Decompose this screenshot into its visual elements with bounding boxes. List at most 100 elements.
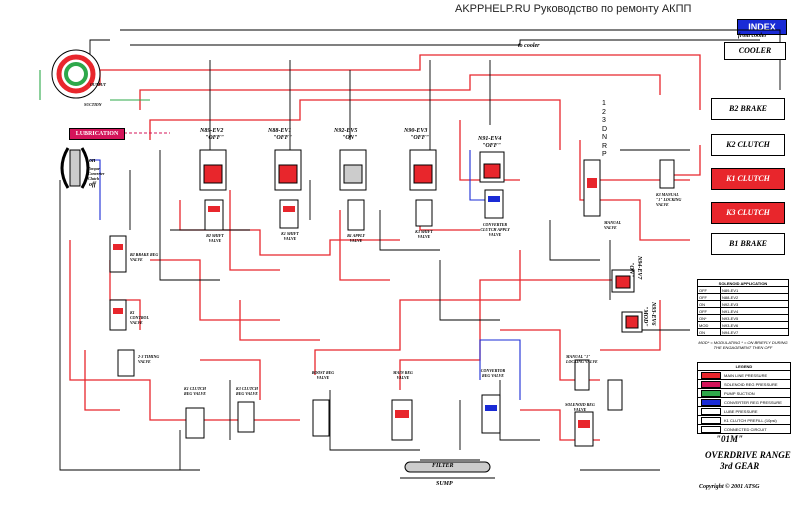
legend-label: K1 CLUTCH PREFILL (10psi) (724, 417, 777, 423)
lubrication-box: LUBRICATION (69, 128, 125, 140)
solenoid-row-state: OFF (697, 307, 721, 315)
legend-item: K1 CLUTCH PREFILL (10psi) (698, 415, 790, 424)
suction-label: SUCTION (84, 102, 102, 107)
solenoid-state-n91: "OFF" (482, 143, 501, 149)
solenoid-row-name: N92-EV3 (720, 300, 789, 308)
boost-reg-label: BOOST REG VALVE (311, 370, 335, 380)
legend-label: MAIN LINE PRESSURE (724, 372, 768, 378)
model-label: "01M" (716, 434, 743, 444)
solenoid-row-name: N91-EV4 (720, 307, 789, 315)
legend-swatch (701, 371, 721, 379)
gear-position: D (602, 125, 608, 133)
tcc-on-label: on (89, 158, 96, 164)
solenoid-state-n93: "MOD" (642, 306, 648, 327)
legend: LEGEND MAIN LINE PRESSURE SOLENOID REG PR… (697, 362, 791, 434)
solenoid-table-title: SOLENOID APPLICATION (697, 279, 789, 287)
legend-swatch (701, 398, 721, 406)
gear-label: 3rd GEAR (720, 461, 760, 471)
solenoid-row-state: OFF (697, 293, 721, 301)
converter-clutch-apply-label: CONVERTER CLUTCH APPLY VALVE (480, 222, 510, 237)
solenoid-reg-label: SOLENOID REG VALVE (565, 402, 595, 412)
solenoid-row-name: N93-EV6 (720, 321, 789, 329)
solenoid-state-n89: "OFF" (205, 135, 224, 141)
solenoid-label-n93: N93-EV6 (650, 302, 656, 326)
solenoid-table-note: MOD* = MODULATING * = ON BRIEFLY DURING … (698, 340, 788, 350)
solenoid-label-n91: N91-EV4 (478, 136, 502, 142)
main-reg-label: MAIN REG VALVE (393, 370, 413, 380)
cooler-box: COOLER (724, 42, 786, 60)
solenoid-row-name: N89-EV1 (720, 286, 789, 294)
k1-shift-valve-label: K1 SHIFT VALVE (281, 231, 299, 241)
legend-label: PUMP SUCTION (724, 390, 755, 396)
solenoid-row-name: N93-EV5 (720, 314, 789, 322)
k3-clutch-reg-label: K3 CLUTCH REG VALVE (236, 386, 258, 396)
solenoid-label-n90: N90-EV3 (404, 128, 428, 134)
b2-brake-box: B2 BRAKE (711, 98, 785, 120)
pump (51, 49, 101, 99)
index-button[interactable]: INDEX (737, 19, 787, 35)
solenoid-row-state: OFF (697, 286, 721, 294)
gear-position: 2 (602, 108, 606, 116)
output-label: OUTPUT (90, 82, 106, 87)
k3-shift-valve-label: K3 SHIFT VALVE (415, 229, 433, 239)
legend-item: LUBE PRESSURE (698, 406, 790, 415)
legend-label: CONNECTED CIRCUIT (724, 426, 767, 432)
gear-position: 1 (602, 100, 606, 107)
solenoid-label-n94: N94-EV7 (636, 256, 642, 280)
b1-apply-valve-label: B1 APPLY VALVE (347, 233, 365, 243)
legend-item: SOLENOID REG PRESSURE (698, 379, 790, 388)
b2-shift-valve-label: B2 SHIFT VALVE (206, 233, 224, 243)
range-label: OVERDRIVE RANGE (705, 450, 791, 460)
solenoid-label-n92: N92-EV5 (334, 128, 358, 134)
manual-valve-label: MANUAL VALVE (604, 220, 621, 230)
k1-control-valve-label: K1 CONTROL VALVE (130, 310, 149, 325)
legend-swatch (701, 425, 721, 433)
from-cooler-label: from cooler (738, 33, 767, 39)
timing-valve-label: 2-3 TIMING VALVE (138, 354, 160, 364)
b2-brake-reg-label: B2 BRAKE REG VALVE (130, 252, 159, 262)
torque-converter-clutch (60, 147, 90, 189)
gear-position: R (602, 142, 608, 150)
solenoid-row-state: ON* (697, 314, 721, 322)
tcc-off-label: off (89, 182, 96, 188)
filter-label: FILTER (432, 463, 454, 469)
legend-label: CONVERTER REG PRESSURE (724, 399, 782, 405)
legend-item: CONNECTED CIRCUIT (698, 424, 790, 433)
k3-clutch-box: K3 CLUTCH (711, 202, 785, 224)
solenoid-label-n88: N88-EV1 (268, 128, 292, 134)
site-header: AKPPHELP.RU Руководство по ремонту АКПП (455, 3, 692, 15)
legend-item: CONVERTER REG PRESSURE (698, 397, 790, 406)
legend-label: SOLENOID REG PRESSURE (724, 381, 778, 387)
copyright-label: Copyright © 2001 ATSG (699, 484, 760, 490)
legend-swatch (701, 380, 721, 388)
b1-brake-box: B1 BRAKE (711, 233, 785, 255)
legend-swatch (701, 416, 721, 424)
to-cooler-label: to cooler (518, 43, 540, 49)
solenoid-row-name: N88-EV2 (720, 293, 789, 301)
solenoid-state-n90: "OFF" (410, 135, 429, 141)
solenoid-row-state: MOD (697, 321, 721, 329)
solenoid-state-n88: "OFF" (273, 135, 292, 141)
legend-label: LUBE PRESSURE (724, 408, 758, 414)
converter-reg-label: CONVERTOR REG VALVE (480, 368, 506, 378)
k3-manual-locking-label: K3 MANUAL "1" LOCKING VALVE (656, 192, 682, 207)
gear-position: N (602, 134, 608, 141)
torque-converter-label: Torque Converter Clutch (88, 166, 105, 181)
gear-position: P (602, 151, 607, 158)
solenoid-state-n94: "ON" (628, 262, 634, 278)
solenoid-row-state: ON (697, 300, 721, 308)
solenoid-table-row: ON*N93-EV5 (697, 314, 789, 322)
legend-title: LEGEND (735, 364, 753, 369)
solenoid-row-name: N94-EV7 (720, 328, 789, 336)
legend-swatch (701, 407, 721, 415)
sump-label: SUMP (436, 481, 453, 487)
gear-position: 3 (602, 117, 606, 124)
